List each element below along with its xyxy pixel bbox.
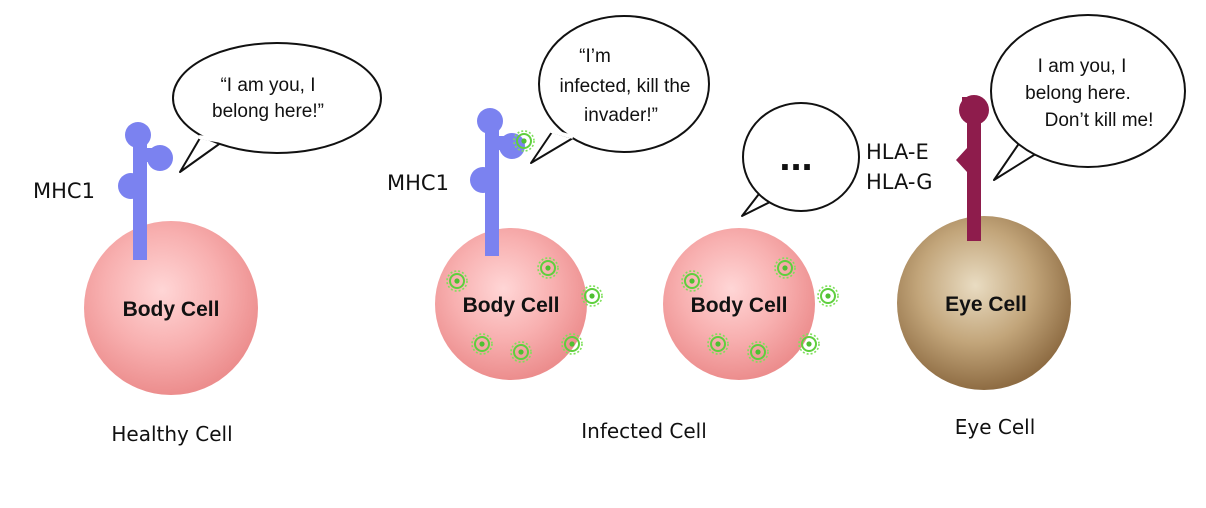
hla-receptor-icon — [956, 95, 989, 241]
healthy-speech-line-2: belong here!” — [212, 101, 324, 122]
hla-e-label: HLA-E — [866, 140, 929, 164]
mhc1-receptor-icon — [118, 122, 173, 260]
silent-speech-dots: ... — [779, 135, 812, 179]
healthy-body-cell — [84, 221, 258, 395]
eye-cell-group: I am you, I belong here. Don’t kill me! … — [866, 14, 1186, 439]
speech-bubble-icon — [990, 14, 1186, 181]
infected-body-cell-hidden — [663, 228, 815, 380]
infected-cell-label-left: Body Cell — [463, 294, 560, 317]
healthy-caption: Healthy Cell — [111, 422, 232, 446]
eye-cell-body — [897, 216, 1071, 390]
virus-particle-icon — [817, 285, 839, 307]
eye-speech-line-2: belong here. — [1025, 83, 1131, 104]
healthy-speech-line-1: “I am you, I — [220, 75, 315, 96]
infected-caption: Infected Cell — [581, 419, 707, 443]
healthy-mhc1-label: MHC1 — [33, 179, 95, 203]
hla-g-label: HLA-G — [866, 170, 933, 194]
infected-speech-line-3: invader!” — [584, 105, 658, 126]
speech-bubble-icon — [172, 42, 382, 173]
eye-speech-line-1: I am you, I — [1038, 56, 1127, 77]
infected-cell-group: “I’m infected, kill the invader!” MHC1 B… — [387, 15, 860, 443]
healthy-cell-group: “I am you, I belong here!” MHC1 Body Cel… — [33, 42, 382, 446]
mhc1-receptor-icon — [470, 108, 525, 256]
thought-bubble-icon — [741, 102, 860, 217]
speech-bubble-icon — [530, 15, 710, 164]
eye-speech-line-3: Don’t kill me! — [1045, 110, 1154, 131]
infected-speech-line-2: infected, kill the — [560, 76, 691, 97]
infected-speech-line-1: “I’m — [579, 46, 611, 67]
infected-cell-label-right: Body Cell — [691, 294, 788, 317]
infected-mhc1-label: MHC1 — [387, 171, 449, 195]
eye-caption: Eye Cell — [955, 415, 1036, 439]
healthy-cell-label: Body Cell — [123, 298, 220, 321]
eye-cell-label: Eye Cell — [945, 293, 1027, 316]
